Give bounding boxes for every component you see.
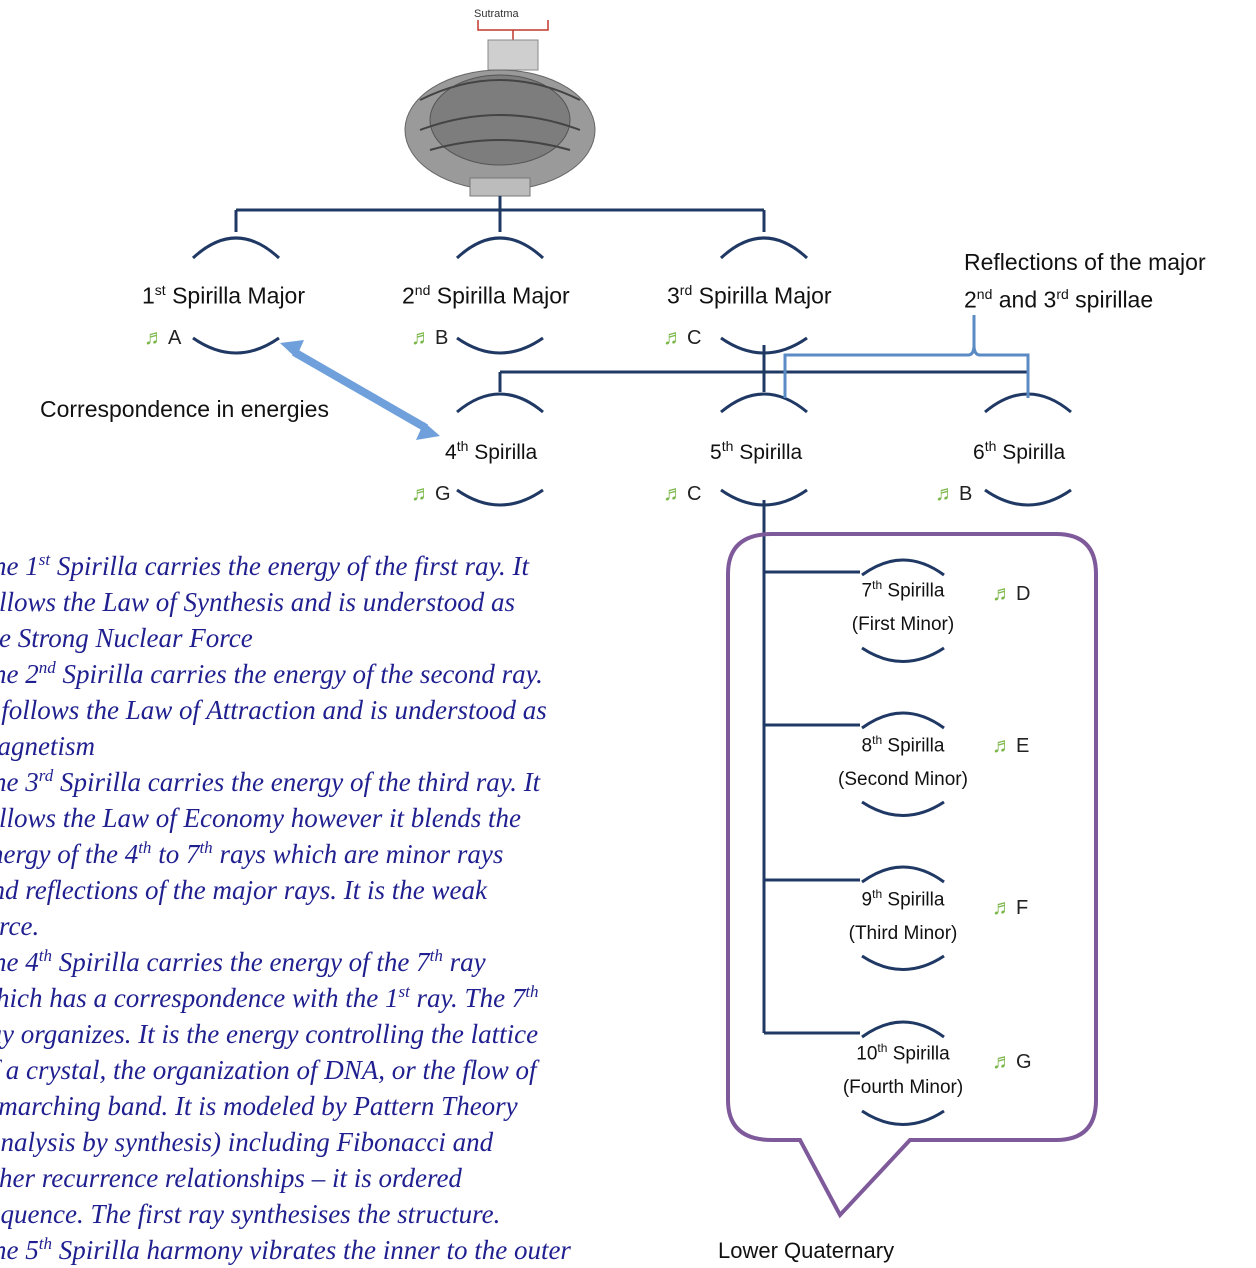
paragraph-1: The 1st Spirilla carries the energy of t… xyxy=(0,550,530,653)
correspondence-label: Correspondence in energies xyxy=(40,396,329,422)
spirilla-1-label: 1st Spirilla Major xyxy=(142,282,306,309)
node-arcs xyxy=(191,236,1072,1126)
spirilla-9-note: ♬F xyxy=(992,896,1029,919)
music-note-icon: ♬ xyxy=(992,582,1013,605)
spirilla-3-label: 3rd Spirilla Major xyxy=(667,282,832,309)
description-text: The 1st Spirilla carries the energy of t… xyxy=(0,548,698,1268)
music-note-icon: ♬ xyxy=(935,482,956,505)
spirilla-2-label: 2nd Spirilla Major xyxy=(402,282,570,309)
spirilla-1-note: ♬A xyxy=(144,326,182,349)
spirilla-8-label: 8th Spirilla (Second Minor) xyxy=(838,733,968,791)
spirilla-7-label: 7th Spirilla (First Minor) xyxy=(851,578,955,636)
music-note-icon: ♬ xyxy=(411,482,432,505)
paragraph-4: The 4th Spirilla carries the energy of t… xyxy=(0,946,539,1229)
music-note-icon: ♬ xyxy=(992,896,1013,919)
reflections-bracket xyxy=(783,315,1030,398)
paragraph-2: The 2nd Spirilla carries the energy of t… xyxy=(0,658,547,761)
spirilla-3-note: ♬C xyxy=(663,326,702,349)
spirilla-6-note: ♬B xyxy=(935,482,973,505)
lower-quaternary-box xyxy=(726,532,1098,1219)
music-note-icon: ♬ xyxy=(992,734,1013,757)
paragraph-3: The 3rd Spirilla carries the energy of t… xyxy=(0,766,541,941)
spirilla-10-label: 10th Spirilla (Fourth Minor) xyxy=(842,1041,964,1099)
spirilla-6-label: 6th Spirilla xyxy=(973,438,1066,464)
lower-quaternary-label: Lower Quaternary xyxy=(718,1238,895,1263)
spirilla-4-label: 4th Spirilla xyxy=(445,438,538,464)
correspondence-arrow xyxy=(280,340,440,440)
spirilla-4-note: ♬G xyxy=(411,482,451,505)
music-note-icon: ♬ xyxy=(992,1050,1013,1073)
music-note-icon: ♬ xyxy=(411,326,432,349)
spirilla-9-label: 9th Spirilla (Third Minor) xyxy=(848,887,958,945)
spirilla-10-note: ♬G xyxy=(992,1050,1032,1073)
sutratma-image xyxy=(404,20,596,197)
paragraph-5: The 5th Spirilla harmony vibrates the in… xyxy=(0,1234,571,1265)
music-note-icon: ♬ xyxy=(663,482,684,505)
reflections-label: Reflections of the major 2nd and 3rd spi… xyxy=(964,249,1206,313)
spirilla-2-note: ♬B xyxy=(411,326,449,349)
spirilla-8-note: ♬E xyxy=(992,734,1030,757)
sutratma-label: Sutratma xyxy=(474,8,519,20)
music-note-icon: ♬ xyxy=(663,326,684,349)
spirilla-7-note: ♬D xyxy=(992,582,1031,605)
tree-lines xyxy=(234,196,1030,1035)
spirilla-5-note: ♬C xyxy=(663,482,702,505)
spirilla-5-label: 5th Spirilla xyxy=(710,438,803,464)
music-note-icon: ♬ xyxy=(144,326,165,349)
